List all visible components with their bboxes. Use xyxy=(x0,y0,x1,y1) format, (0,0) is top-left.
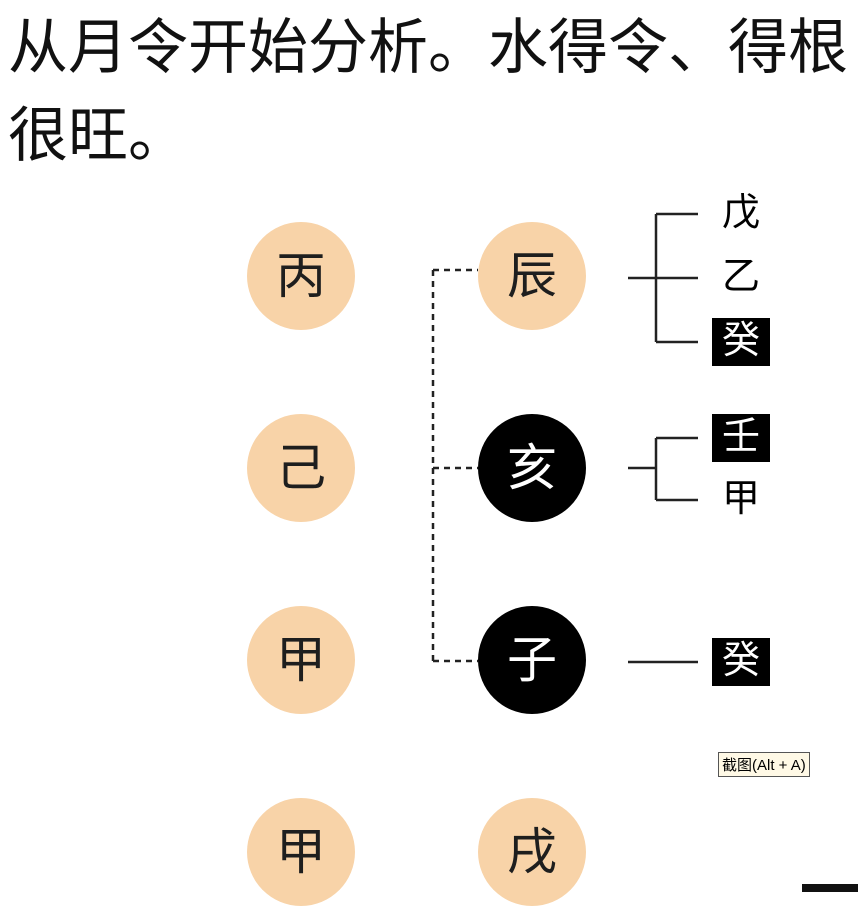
hai-hidden-stem-1: 壬 xyxy=(712,414,770,462)
branch-year-label: 辰 xyxy=(507,247,557,305)
stem-day: 甲 xyxy=(247,606,355,714)
branch-year: 辰 xyxy=(478,222,586,330)
cropped-text-fragment xyxy=(802,884,858,892)
branch-hour-label: 戌 xyxy=(507,823,557,881)
stem-hour-label: 甲 xyxy=(276,823,326,881)
screenshot-tooltip: 截图(Alt + A) xyxy=(718,752,810,777)
stem-hour: 甲 xyxy=(247,798,355,906)
hai-hidden-stem-2: 甲 xyxy=(721,476,760,520)
branch-month: 亥 xyxy=(478,414,586,522)
stem-day-label: 甲 xyxy=(276,631,326,689)
branch-hour: 戌 xyxy=(478,798,586,906)
title-line-2: 很旺。 xyxy=(8,101,188,171)
stem-year: 丙 xyxy=(247,222,355,330)
chen-hidden-stem-3: 癸 xyxy=(712,318,770,366)
chen-hidden-stem-1: 戊 xyxy=(721,190,760,234)
hai-tree xyxy=(628,436,698,502)
chen-hidden-stem-2: 乙 xyxy=(721,254,760,298)
dotted-bracket xyxy=(431,268,478,663)
page-title: 从月令开始分析。水得令、得根 很旺。 xyxy=(8,4,860,180)
branch-day: 子 xyxy=(478,606,586,714)
title-line-1: 从月令开始分析。水得令、得根 xyxy=(8,13,848,83)
stem-month-label: 己 xyxy=(276,439,326,497)
zi-hidden-stem-1: 癸 xyxy=(712,638,770,686)
branch-day-label: 子 xyxy=(507,631,557,689)
branch-month-label: 亥 xyxy=(507,439,557,497)
chen-tree xyxy=(628,212,698,344)
stem-year-label: 丙 xyxy=(276,247,326,305)
stem-month: 己 xyxy=(247,414,355,522)
